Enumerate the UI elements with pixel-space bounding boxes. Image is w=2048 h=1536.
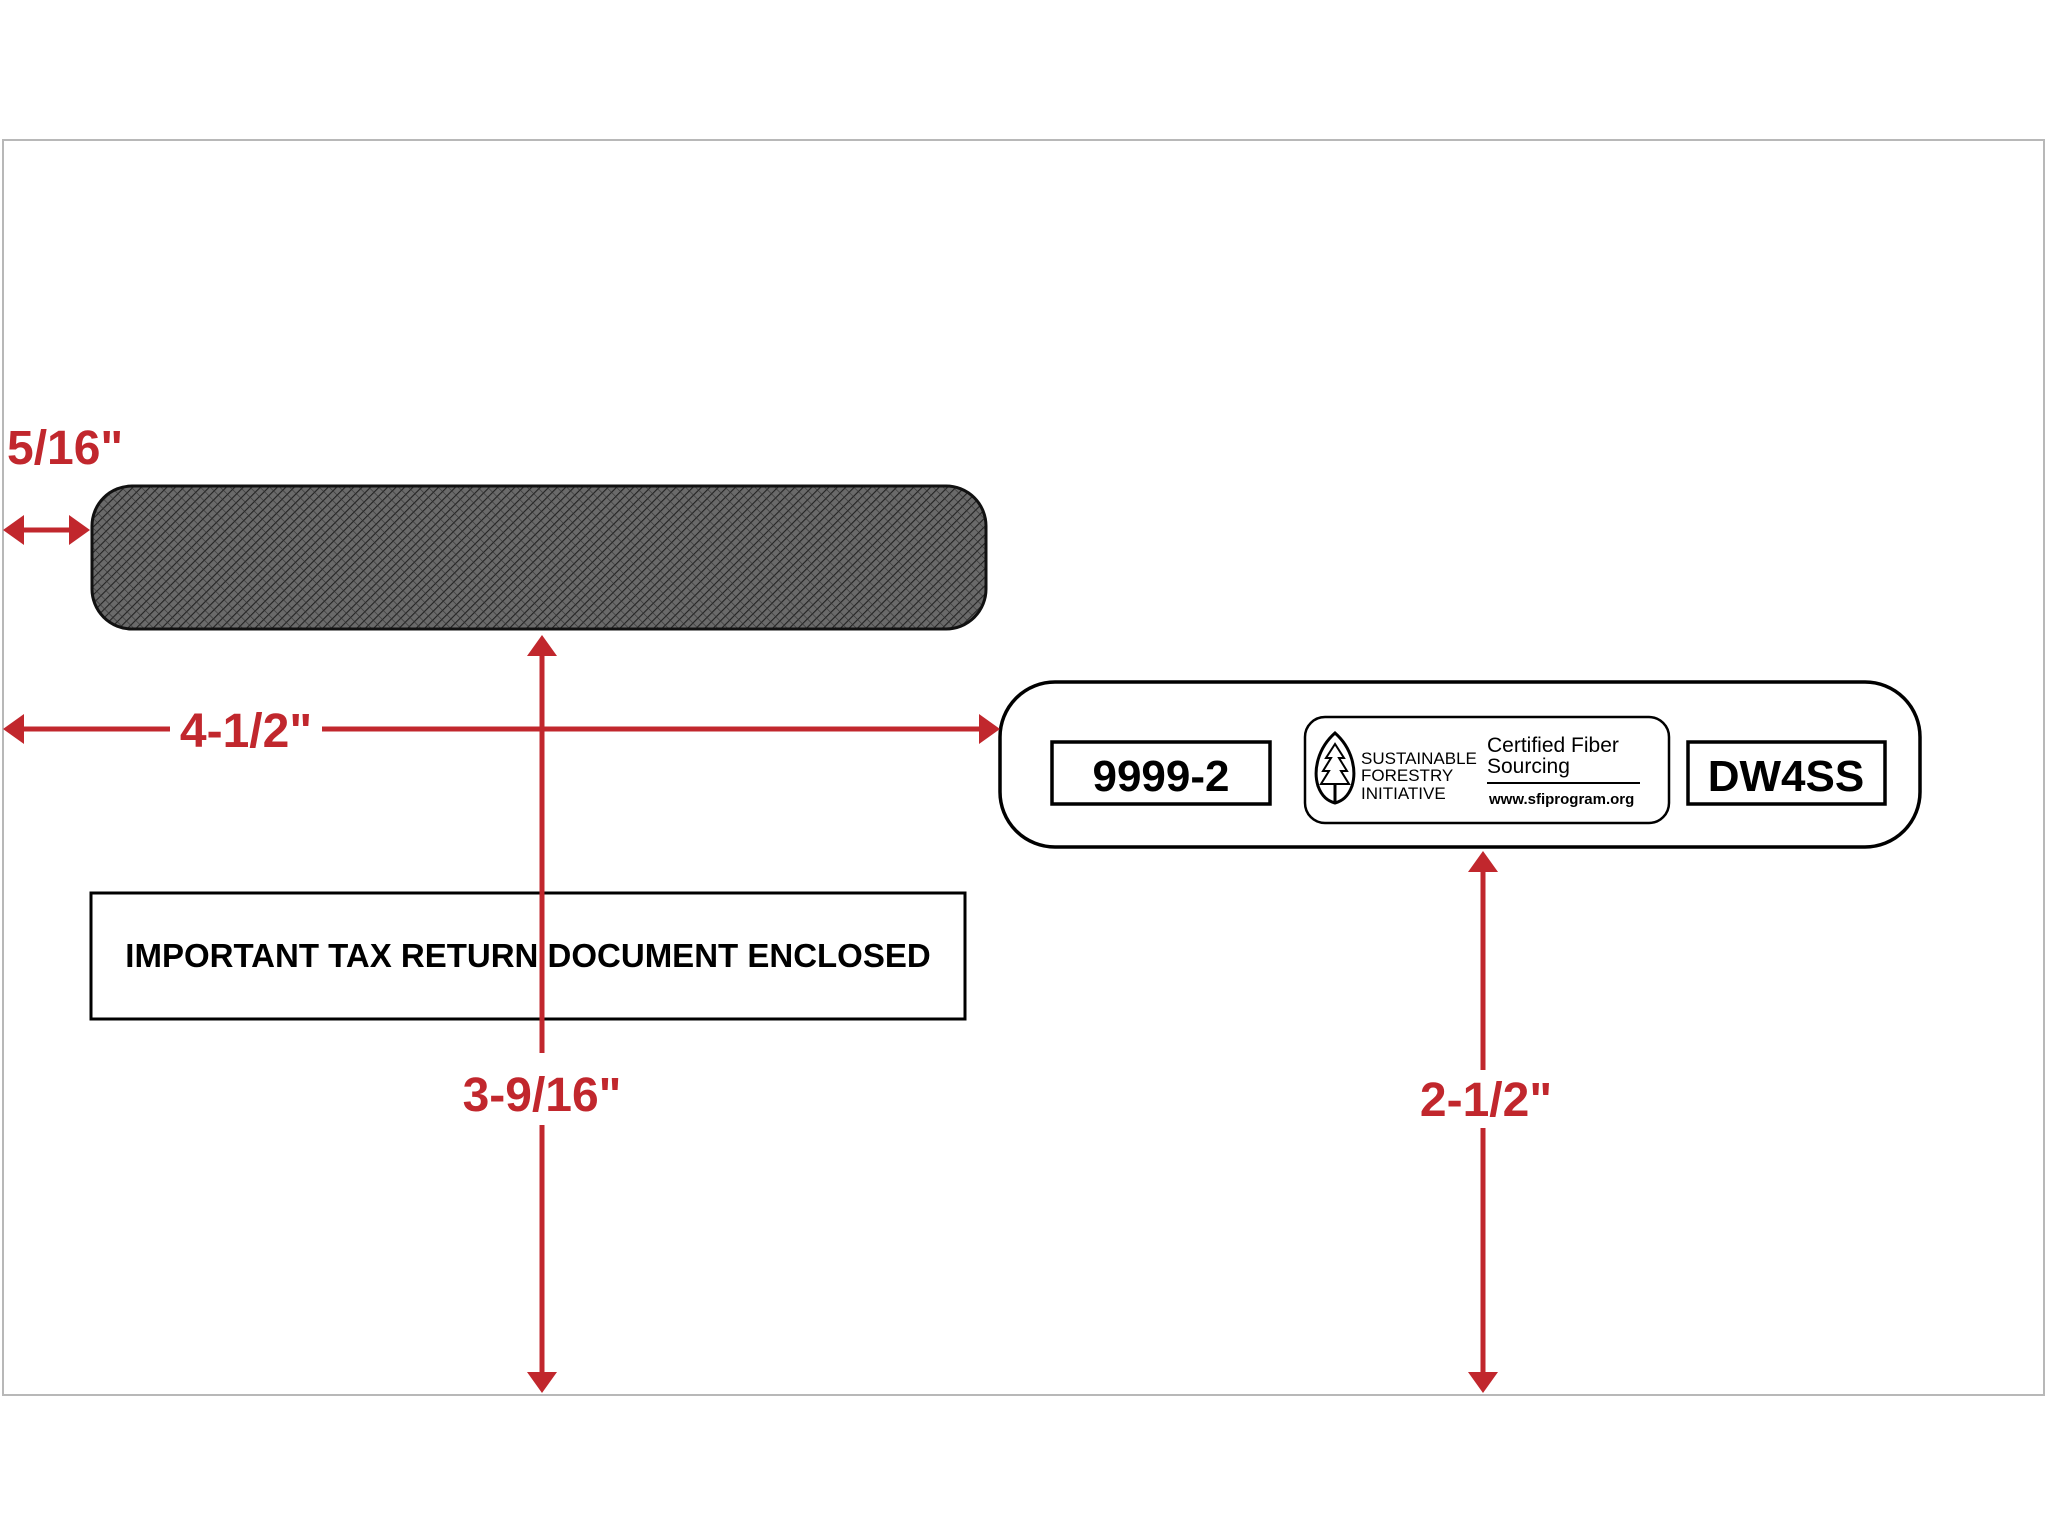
dim-window-left-margin: [3, 515, 90, 545]
dim-label-window-bottom-height: 3-9/16": [463, 1069, 622, 1122]
product-code-box: [1686, 740, 1887, 806]
dim-label-return-window-bottom-height: 2-1/2": [1420, 1074, 1552, 1127]
notice-box: [89, 891, 967, 1021]
sfi-line-2: FORESTRY: [1361, 766, 1453, 785]
return-window: 9999-2 DW4SS SUSTAINABLE FORESTRY INITIA…: [998, 680, 1922, 849]
address-window: [90, 484, 988, 631]
sfi-line-3: INITIATIVE: [1361, 784, 1446, 803]
sfi-url: www.sfiprogram.org: [1488, 791, 1634, 808]
dim-label-window-left-margin: 5/16": [7, 422, 123, 475]
sfi-cert-line-1: Certified Fiber: [1487, 734, 1619, 757]
notice-text: IMPORTANT TAX RETURN DOCUMENT ENCLOSED: [125, 937, 930, 974]
product-code: DW4SS: [1708, 752, 1864, 801]
sfi-logo: SUSTAINABLE FORESTRY INITIATIVE Certifie…: [1303, 715, 1671, 825]
tree-leaf-icon: [1314, 730, 1356, 805]
dim-return-window-offset: [3, 714, 1000, 744]
dim-label-return-window-offset: 4-1/2": [180, 705, 312, 758]
form-number-box: [1050, 740, 1272, 806]
dim-return-window-bottom-height: [1468, 851, 1498, 1393]
sfi-cert-line-2: Sourcing: [1487, 755, 1570, 778]
dim-window-bottom-height: [527, 635, 557, 1393]
form-number: 9999-2: [1092, 752, 1229, 801]
dimension-lines: [3, 515, 1498, 1393]
sfi-line-1: SUSTAINABLE: [1361, 749, 1477, 768]
